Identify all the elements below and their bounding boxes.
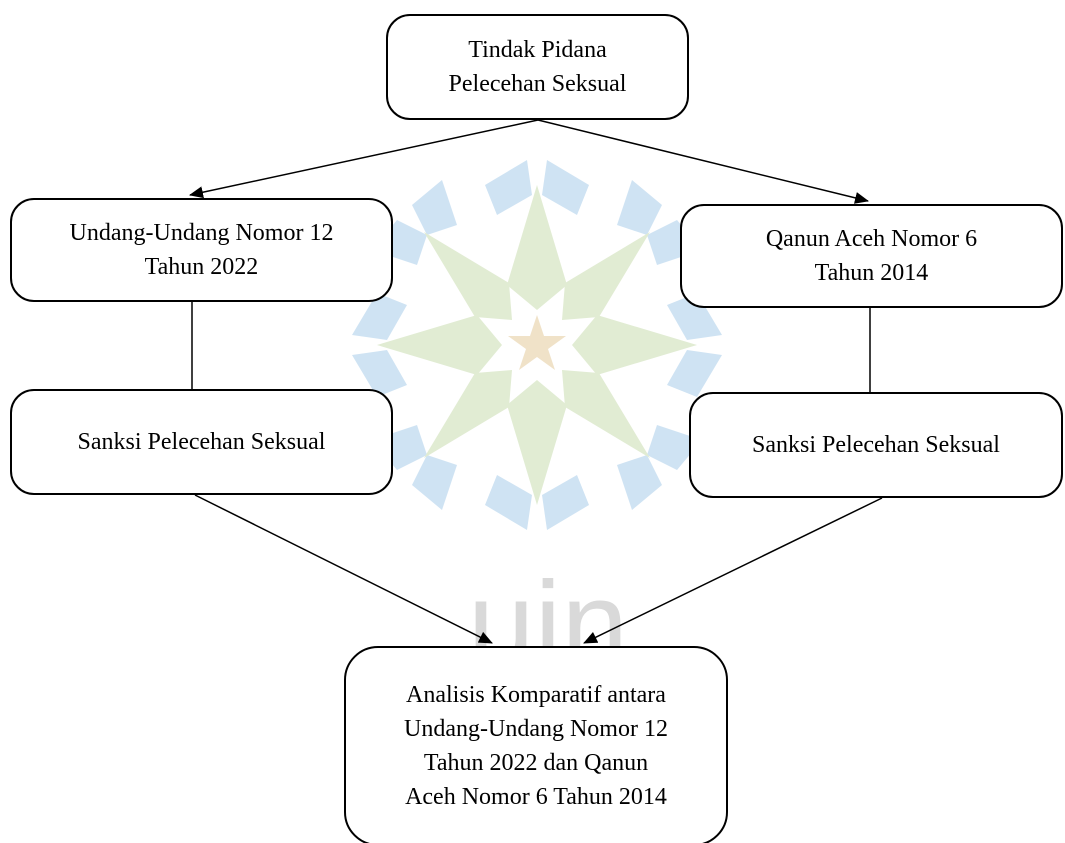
node-sanksi-right-label: Sanksi Pelecehan Seksual: [752, 432, 1000, 458]
edge-sanksi-left-to-analisis: [194, 494, 493, 644]
edge-root-to-qanun: [537, 119, 869, 204]
node-qanun-aceh: Qanun Aceh Nomor 6 Tahun 2014: [680, 204, 1063, 308]
watermark-green-petals: [377, 185, 697, 505]
watermark-blue-petals: [352, 160, 722, 530]
node-undang-undang-label: Undang-Undang Nomor 12 Tahun 2022: [69, 220, 334, 280]
node-undang-undang: Undang-Undang Nomor 12 Tahun 2022: [10, 198, 393, 302]
edge-sanksi-right-to-analisis: [583, 497, 883, 644]
node-sanksi-left: Sanksi Pelecehan Seksual: [10, 389, 393, 495]
node-sanksi-right: Sanksi Pelecehan Seksual: [689, 392, 1063, 498]
node-qanun-aceh-label: Qanun Aceh Nomor 6 Tahun 2014: [765, 226, 978, 286]
node-analisis-komparatif-label: Analisis Komparatif antara Undang-Undang…: [404, 682, 668, 810]
node-sanksi-left-label: Sanksi Pelecehan Seksual: [77, 429, 326, 455]
watermark-star: [508, 315, 566, 370]
edge-root-to-uu: [189, 119, 539, 199]
node-tindak-pidana: Tindak Pidana Pelecehan Seksual: [386, 14, 689, 120]
node-tindak-pidana-label: Tindak Pidana Pelecehan Seksual: [448, 37, 627, 97]
node-analisis-komparatif: Analisis Komparatif antara Undang-Undang…: [344, 646, 728, 843]
